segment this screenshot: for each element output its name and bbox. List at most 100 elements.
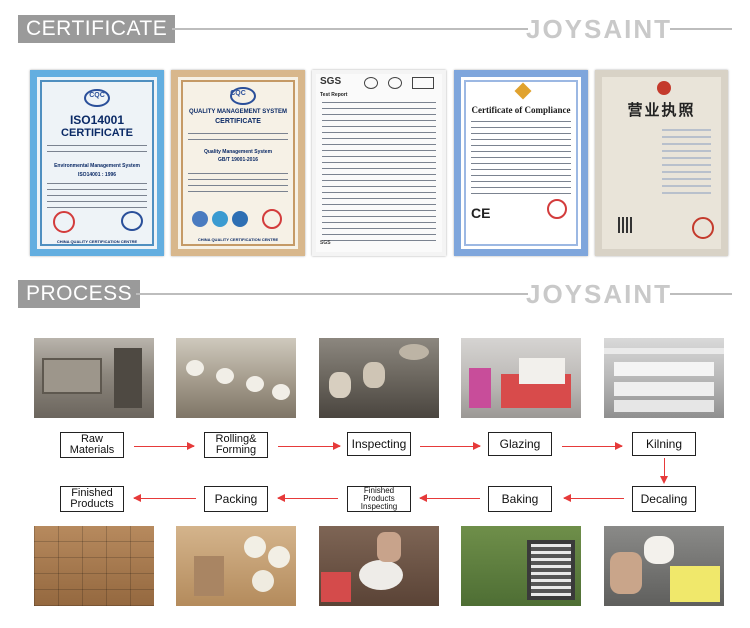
- brand-wordmark: JOYSAINT: [526, 14, 673, 44]
- step-label: Glazing: [499, 437, 541, 451]
- step-label: Inspecting: [351, 437, 407, 451]
- certificate-section-title: CERTIFICATE: [18, 15, 176, 43]
- certificate-heading: ISO14001: [69, 113, 125, 127]
- glazing-photo: [461, 338, 581, 418]
- accreditation-mark-icon: [192, 211, 208, 227]
- certificate-heading: Certificate of Compliance: [471, 105, 571, 115]
- step-raw-materials: Raw Materials: [60, 432, 124, 458]
- certificate-code: GB/T 19001-2016: [217, 157, 259, 163]
- step-label: Baking: [501, 492, 539, 506]
- inspecting-photo: [319, 338, 439, 418]
- process-section-title: PROCESS: [18, 280, 141, 308]
- step-glazing: Glazing: [488, 432, 552, 456]
- certificate-subtitle: Quality Management System: [203, 149, 273, 155]
- certificate-gallery: CQC ISO14001 CERTIFICATE Environmental M…: [30, 70, 728, 256]
- seal-stamp-icon: [262, 209, 282, 229]
- step-label: Forming: [215, 444, 257, 456]
- flow-arrow: [133, 494, 196, 502]
- certificate-footer: CHINA QUALITY CERTIFICATION CENTRE: [197, 237, 279, 242]
- seal-stamp-icon: [53, 211, 75, 233]
- accreditation-mark-icon: [212, 211, 228, 227]
- certificate-footer: CHINA QUALITY CERTIFICATION CENTRE: [56, 239, 138, 244]
- certificate-subtitle: Environmental Management System: [54, 163, 140, 169]
- flow-arrow: [419, 494, 480, 502]
- step-decaling: Decaling: [632, 486, 696, 512]
- step-baking: Baking: [488, 486, 552, 512]
- license-body-lines: [662, 129, 711, 199]
- cqc-logo: [84, 89, 110, 107]
- arrow-head-icon: [563, 494, 571, 502]
- arrow-head-icon: [615, 442, 623, 450]
- report-footer: SGS: [320, 240, 331, 246]
- step-label: Rolling&: [215, 433, 257, 445]
- rolling-forming-photo: [176, 338, 296, 418]
- license-heading: 营业执照: [627, 101, 696, 119]
- flow-arrow: [664, 458, 665, 478]
- arrow-head-icon: [333, 442, 341, 450]
- ce-mark: CE: [471, 205, 491, 221]
- decaling-photo: [604, 526, 724, 606]
- finished-products-photo: [34, 526, 154, 606]
- quality-management-certificate: CQC QUALITY MANAGEMENT SYSTEM CERTIFICAT…: [171, 70, 305, 256]
- step-label: Decaling: [640, 492, 688, 506]
- sgs-test-report: SGS Test Report SGS: [312, 70, 446, 256]
- sgs-logo: SGS: [320, 76, 342, 87]
- certificate-body-lines: [188, 133, 288, 145]
- certificate-section-header: CERTIFICATE JOYSAINT: [18, 14, 732, 44]
- business-license: 营业执照: [595, 70, 728, 256]
- arrow-head-icon: [419, 494, 427, 502]
- step-finished-products: Finished Products: [60, 486, 124, 512]
- certificate-body-lines: [188, 173, 288, 197]
- kilning-photo: [604, 338, 724, 418]
- finished-inspecting-photo: [319, 526, 439, 606]
- accreditation-mark-icon: [412, 77, 434, 89]
- step-label: Inspecting: [360, 502, 398, 511]
- report-body-lines: [322, 102, 436, 246]
- flow-arrow: [563, 494, 624, 502]
- step-label: Finished: [363, 486, 395, 495]
- accreditation-mark-icon: [388, 77, 402, 89]
- certificate-body-lines: [47, 183, 147, 213]
- header-rule: [172, 28, 528, 30]
- step-rolling-forming: Rolling& Forming: [204, 432, 268, 458]
- baking-photo: [461, 526, 581, 606]
- accreditation-mark-icon: [364, 77, 378, 89]
- step-label: Products: [363, 494, 395, 503]
- raw-materials-photo: [34, 338, 154, 418]
- step-label: Packing: [214, 492, 258, 506]
- header-rule: [670, 28, 732, 30]
- packing-photo: [176, 526, 296, 606]
- step-label: Raw: [80, 433, 103, 445]
- cqc-logo-text: CQC: [230, 90, 246, 97]
- brand-wordmark: JOYSAINT: [526, 279, 673, 309]
- step-label: Finished: [71, 487, 113, 499]
- header-rule: [670, 293, 732, 295]
- iso14001-certificate: CQC ISO14001 CERTIFICATE Environmental M…: [30, 70, 164, 256]
- arrow-head-icon: [660, 476, 668, 484]
- flow-arrow: [277, 494, 338, 502]
- step-inspecting: Inspecting: [347, 432, 411, 456]
- certificate-body-lines: [47, 145, 147, 157]
- flow-arrow: [134, 442, 195, 450]
- step-label: Products: [70, 498, 114, 510]
- cqc-logo-text: CQC: [89, 92, 105, 99]
- certificate-body-lines: [471, 121, 571, 199]
- certificate-of-compliance: Certificate of Compliance CE: [454, 70, 588, 256]
- report-heading: Test Report: [320, 92, 348, 98]
- header-rule: [136, 293, 528, 295]
- certificate-heading: CERTIFICATE: [215, 118, 261, 125]
- seal-stamp-icon: [547, 199, 567, 219]
- arrow-head-icon: [133, 494, 141, 502]
- national-emblem-icon: [657, 81, 671, 95]
- flow-arrow: [278, 442, 341, 450]
- seal-stamp-icon: [692, 217, 714, 239]
- step-packing: Packing: [204, 486, 268, 512]
- cqc-logo: [230, 87, 256, 105]
- flow-arrow: [562, 442, 623, 450]
- step-finished-products-inspecting: Finished Products Inspecting: [347, 486, 411, 512]
- flow-arrow: [420, 442, 481, 450]
- step-label: Materials: [69, 444, 115, 456]
- certificate-heading: CERTIFICATE: [61, 127, 133, 139]
- certificate-code: ISO14001 : 1996: [77, 172, 117, 178]
- certificate-heading: QUALITY MANAGEMENT SYSTEM: [189, 109, 287, 115]
